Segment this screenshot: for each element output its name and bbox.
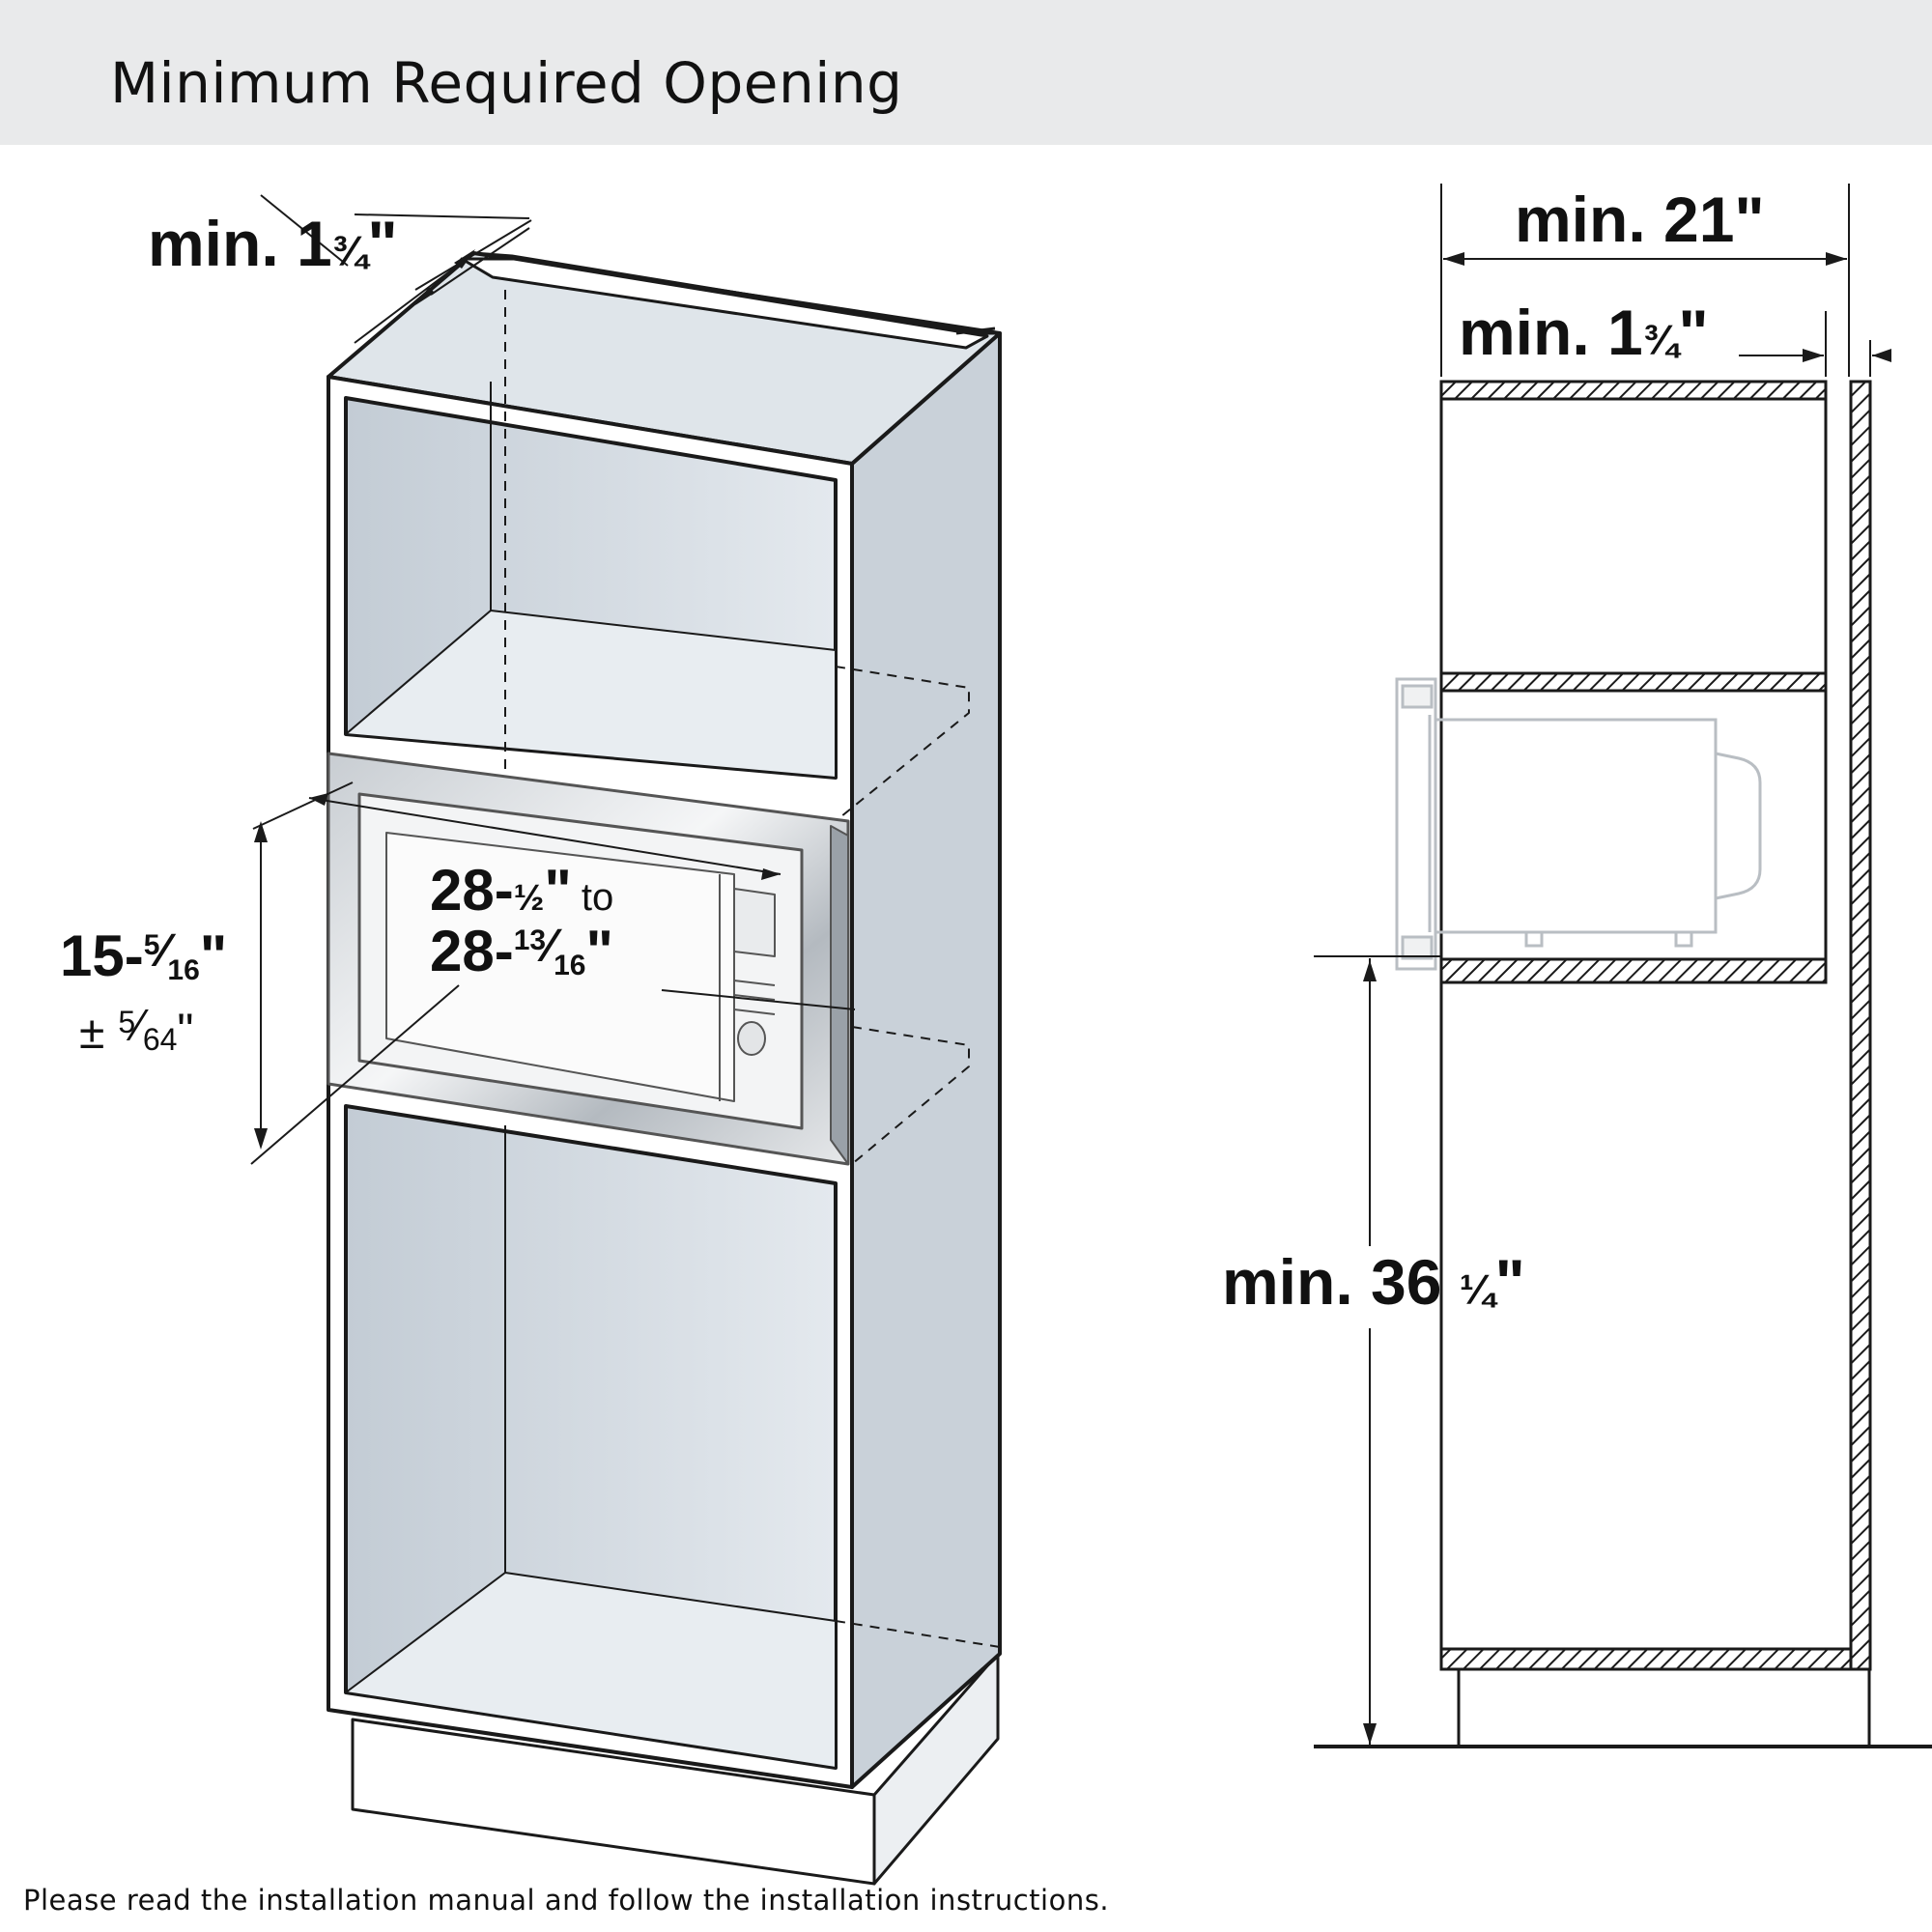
side-dimension-lines — [1314, 184, 1891, 1745]
opening-height-label: 15-5⁄16" — [60, 923, 227, 988]
microwave-shelf — [1439, 957, 1828, 984]
opening-width-label-line1: 28-½"to — [430, 858, 613, 923]
header-band — [0, 0, 1932, 145]
front-dimension-lines — [250, 194, 856, 1165]
footer-note: Please read the installation manual and … — [23, 1884, 1110, 1917]
opening-height-tolerance: ±5⁄64" — [79, 1000, 193, 1059]
middle-shelf — [1439, 671, 1828, 693]
built-in-microwave-illustration — [327, 752, 850, 1166]
top-shelf — [1439, 380, 1828, 401]
lower-compartment — [344, 1104, 838, 1770]
microwave-knob — [737, 1021, 766, 1056]
back-wall — [1849, 380, 1872, 1671]
microwave-side-silhouette — [1395, 677, 1762, 971]
cabinet-plinth-side — [872, 1652, 1000, 1886]
upper-compartment — [344, 382, 838, 780]
floor-height-label: min. 36 ¼" — [1222, 1246, 1525, 1318]
microwave-display — [733, 888, 776, 957]
top-clearance-label: min. 1¾" — [148, 208, 398, 279]
tall-cabinet-illustration — [327, 251, 1002, 1886]
front-arrowheads — [254, 249, 781, 1150]
side-section-illustration — [1314, 380, 1932, 1748]
rear-gap-label: min. 1¾" — [1459, 297, 1709, 368]
side-arrowheads — [1363, 252, 1891, 1745]
cabinet-side-panel — [850, 331, 1002, 1789]
microwave-window — [385, 832, 735, 1102]
bottom-shelf — [1439, 1647, 1853, 1671]
page-title: Minimum Required Opening — [110, 50, 903, 116]
depth-label: min. 21" — [1515, 184, 1765, 255]
